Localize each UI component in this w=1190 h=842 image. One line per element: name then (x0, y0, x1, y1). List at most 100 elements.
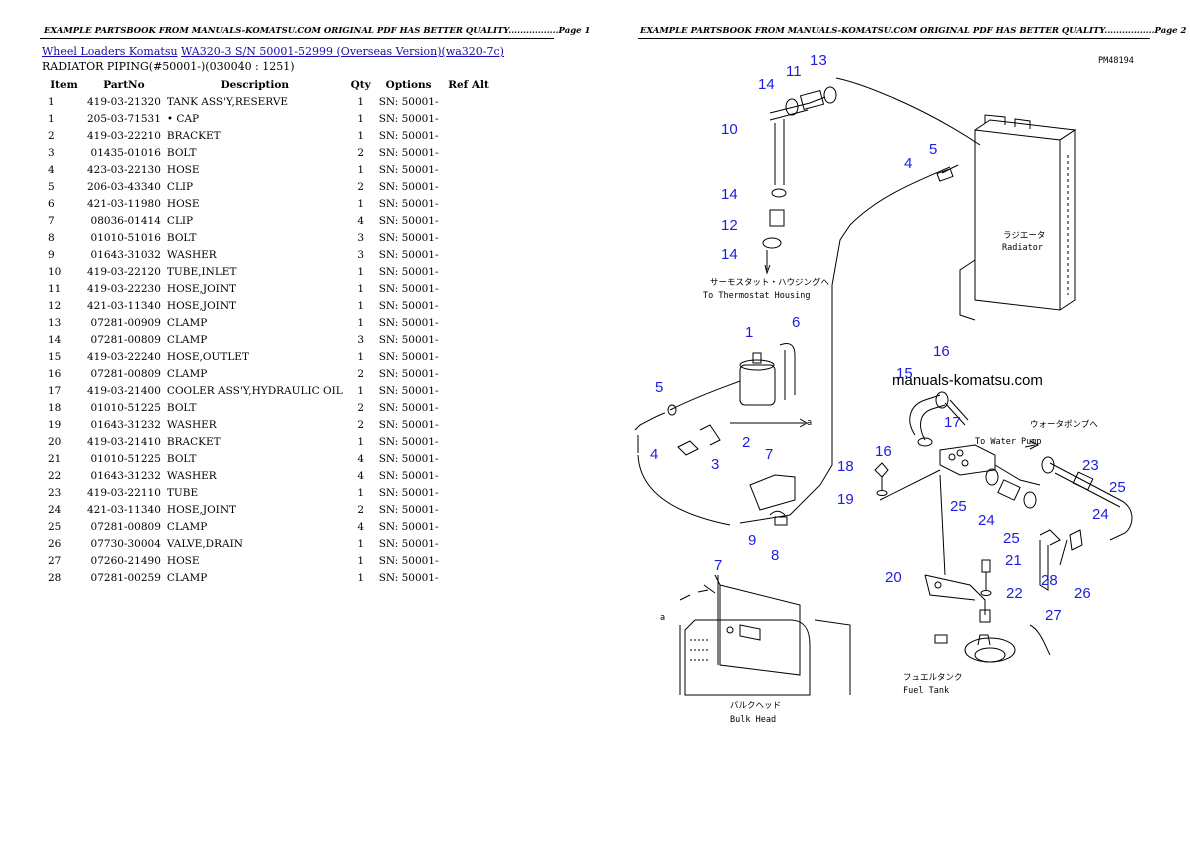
row-qty: 1 (357, 316, 365, 329)
row-description: CLAMP (166, 316, 208, 329)
row-item: 3 (48, 146, 55, 159)
row-ref-alt (442, 535, 496, 552)
callout-number: 22 (1006, 585, 1023, 602)
row-partno: 07281-00909 (90, 316, 161, 329)
row-qty: 1 (357, 486, 365, 499)
row-ref-alt (442, 365, 496, 382)
callout-number: 14 (721, 186, 738, 203)
row-partno: 07281-00809 (90, 520, 161, 533)
waterpump-label-jp: ウォータポンプへ (1030, 420, 1098, 430)
row-partno: 419-03-22120 (87, 265, 161, 278)
row-options: SN: 50001- (378, 469, 439, 482)
row-item: 2 (48, 129, 55, 142)
row-options: SN: 50001- (378, 214, 439, 227)
row-qty: 1 (357, 350, 365, 363)
row-item: 19 (48, 418, 62, 431)
row-partno: 419-03-22240 (87, 350, 161, 363)
breadcrumb-link-model[interactable]: WA320-3 S/N 50001-52999 (Overseas Versio… (181, 45, 504, 58)
row-qty: 1 (357, 129, 365, 142)
upper-pipe-route: サーモスタット・ハウジングへ To Thermostat Housing (703, 77, 981, 524)
row-options: SN: 50001- (378, 197, 439, 210)
row-partno: 419-03-22110 (87, 486, 161, 499)
row-item: 20 (48, 435, 62, 448)
row-partno: 423-03-22130 (87, 163, 161, 176)
row-options: SN: 50001- (378, 163, 439, 176)
callout-number: 7 (765, 446, 773, 463)
bulkhead-label-en: Bulk Head (730, 715, 776, 725)
callout-number: 13 (810, 52, 827, 69)
row-ref-alt (442, 501, 496, 518)
row-qty: 4 (357, 214, 365, 227)
breadcrumb-link-model-family[interactable]: Wheel Loaders Komatsu (42, 45, 178, 58)
row-description: BRACKET (166, 129, 221, 142)
row-options: SN: 50001- (378, 367, 439, 380)
thermostat-label-jp: サーモスタット・ハウジングへ (710, 277, 830, 288)
callout-number: 12 (721, 217, 738, 234)
row-ref-alt (442, 93, 496, 110)
row-ref-alt (442, 416, 496, 433)
row-ref-alt (442, 161, 496, 178)
thermostat-label-en: To Thermostat Housing (703, 291, 810, 301)
row-description: HOSE (166, 163, 200, 176)
row-description: CLIP (166, 214, 194, 227)
row-ref-alt (442, 484, 496, 501)
row-qty: 1 (357, 197, 365, 210)
row-partno: 419-03-21400 (87, 384, 161, 397)
col-header-item: Item (50, 78, 78, 91)
row-qty: 2 (357, 146, 365, 159)
page1-header: EXAMPLE PARTSBOOK FROM MANUALS-KOMATSU.C… (44, 26, 591, 36)
row-qty: 2 (357, 180, 365, 193)
row-item: 16 (48, 367, 62, 380)
row-ref-alt (442, 280, 496, 297)
row-item: 18 (48, 401, 62, 414)
row-item: 5 (48, 180, 55, 193)
row-item: 6 (48, 197, 55, 210)
row-item: 23 (48, 486, 62, 499)
waterpump-label-en: To Water Pump (975, 437, 1042, 447)
row-ref-alt (442, 467, 496, 484)
row-qty: 2 (357, 401, 365, 414)
row-qty: 1 (357, 163, 365, 176)
col-header-description: Description (220, 78, 290, 91)
row-item: 15 (48, 350, 62, 363)
row-partno: 07281-00809 (90, 367, 161, 380)
row-qty: 1 (357, 435, 365, 448)
row-description: CLAMP (166, 571, 208, 584)
row-ref-alt (442, 178, 496, 195)
row-options: SN: 50001- (378, 418, 439, 431)
callout-number: 7 (714, 557, 722, 574)
row-item: 26 (48, 537, 62, 550)
row-ref-alt (442, 433, 496, 450)
row-qty: 1 (357, 265, 365, 278)
callout-number: 10 (721, 121, 738, 138)
row-description: WASHER (166, 469, 217, 482)
row-description: WASHER (166, 248, 217, 261)
row-options: SN: 50001- (378, 350, 439, 363)
row-qty: 1 (357, 95, 365, 108)
row-description: HOSE,JOINT (166, 503, 237, 516)
reserve-tank-drawing: a (634, 342, 812, 526)
callout-number: 14 (758, 76, 775, 93)
row-qty: 1 (357, 282, 365, 295)
row-ref-alt (442, 552, 496, 569)
row-ref-alt (442, 314, 496, 331)
callout-number: 2 (742, 434, 750, 451)
row-partno: 419-03-22210 (87, 129, 161, 142)
row-partno: 01010-51016 (90, 231, 161, 244)
callout-number: 4 (650, 446, 658, 463)
row-options: SN: 50001- (378, 231, 439, 244)
row-description: BOLT (166, 231, 197, 244)
